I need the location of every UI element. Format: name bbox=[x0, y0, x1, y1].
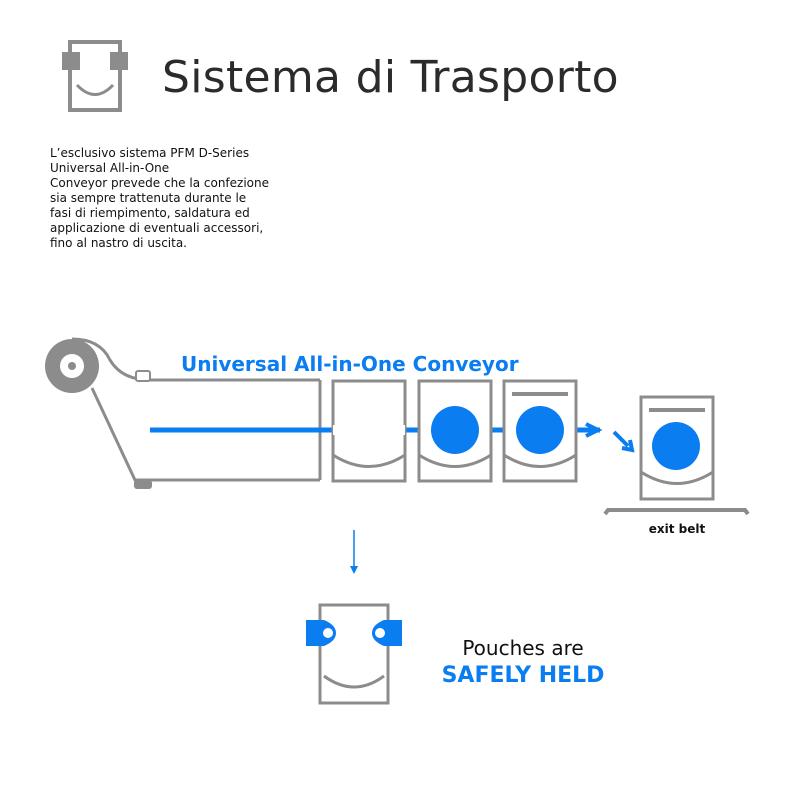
conveyor-label: Universal All-in-One Conveyor bbox=[181, 352, 519, 376]
arrow-down-icon bbox=[350, 530, 358, 574]
film-roll-icon bbox=[45, 339, 99, 393]
callout-line-2: SAFELY HELD bbox=[442, 663, 605, 688]
callout-line-1: Pouches are bbox=[462, 636, 583, 660]
bottom-foot bbox=[134, 480, 152, 489]
description-line: fasi di riempimento, saldatura ed bbox=[50, 206, 250, 220]
description-line: Universal All-in-One bbox=[50, 161, 170, 175]
pouch-gripper-icon bbox=[62, 40, 128, 112]
sealed-pouch bbox=[502, 379, 578, 483]
empty-pouch bbox=[331, 379, 407, 483]
top-knob bbox=[135, 370, 151, 382]
exit-pouch bbox=[639, 395, 715, 501]
left-gripper bbox=[306, 620, 336, 646]
filled-pouch bbox=[417, 379, 493, 483]
description-line: L’esclusivo sistema PFM D-Series bbox=[50, 146, 250, 160]
exit-belt bbox=[603, 508, 750, 516]
exit-belt-label: exit belt bbox=[649, 522, 706, 536]
page-title: Sistema di Trasporto bbox=[162, 52, 619, 103]
description-line: applicazione di eventuali accessori, bbox=[50, 221, 264, 235]
description-text: L’esclusivo sistema PFM D-Series Univers… bbox=[50, 146, 290, 251]
description-line: fino al nastro di uscita. bbox=[50, 236, 187, 250]
right-gripper bbox=[372, 620, 402, 646]
held-pouch-illustration bbox=[306, 603, 402, 705]
description-line: Conveyor prevede che la confezione bbox=[50, 176, 269, 190]
arrow-right-icon bbox=[585, 422, 603, 438]
arrow-down-right-icon bbox=[612, 430, 635, 453]
description-line: sia sempre trattenuta durante le bbox=[50, 191, 247, 205]
